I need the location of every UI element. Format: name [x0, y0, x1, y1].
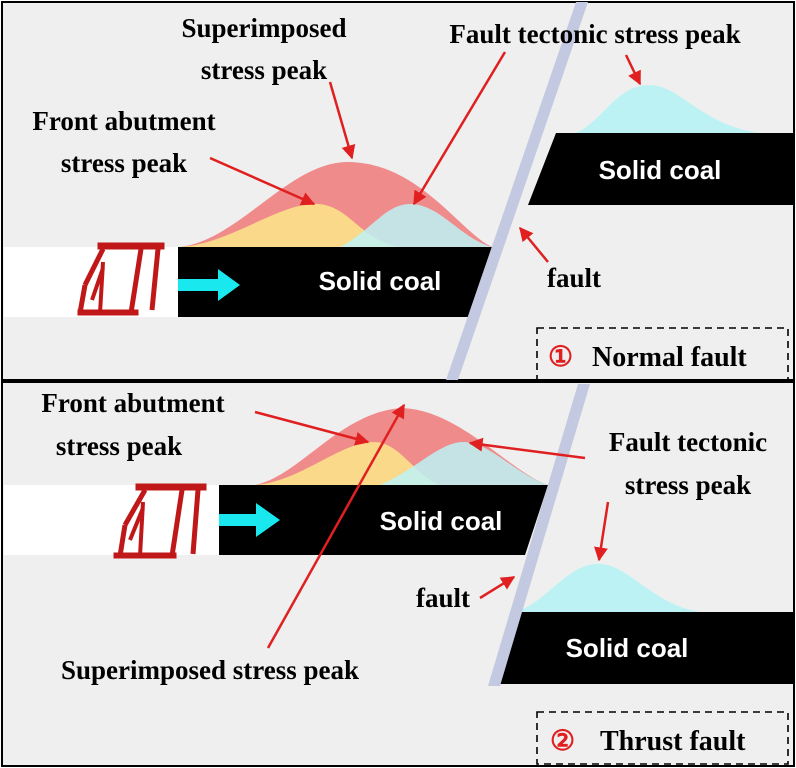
superimposed-peak-label: Superimposed stress peak	[61, 655, 359, 685]
coal-seam-left	[178, 247, 492, 317]
coal-seam-right	[495, 612, 794, 684]
arrow-to-tectonic-peak-left	[412, 51, 507, 206]
caption-box	[536, 327, 789, 381]
front-abutment-stress-curve	[180, 203, 400, 247]
coal-right-label: Solid coal	[566, 633, 689, 663]
tectonic-stress-curve-right	[515, 563, 700, 612]
arrow-to-front-peak	[209, 156, 316, 206]
tectonic-stress-curve-right	[575, 84, 760, 133]
fault-plane	[488, 384, 590, 686]
arrow-to-tectonic-peak-right	[594, 501, 610, 562]
caption-box	[536, 711, 789, 765]
tectonic-stress-curve-left	[380, 442, 548, 485]
superimposed-peak-label-line2: stress peak	[201, 55, 327, 85]
arrow-to-tectonic-peak-left	[468, 437, 586, 460]
arrow-to-superimposed-peak	[328, 81, 356, 160]
tectonic-peak-label-line1: Fault tectonic	[609, 427, 767, 457]
arrow-to-tectonic-peak-right	[624, 54, 642, 86]
caption-badge: ②	[550, 726, 575, 757]
caption-text: Normal fault	[592, 342, 747, 373]
caption-text: Thrust fault	[600, 726, 746, 757]
arrow-to-superimposed-peak	[266, 403, 406, 649]
hydraulic-support-icon	[113, 483, 207, 559]
panel-thrust-fault: Front abutment stress peak Fault tectoni…	[1, 381, 795, 767]
panel-normal-fault: Superimposed stress peak Fault tectonic …	[1, 1, 795, 381]
front-abutment-stress-curve	[255, 442, 440, 485]
tectonic-stress-curve-left	[340, 204, 492, 247]
fault-plane	[446, 2, 588, 380]
front-peak-label-line1: Front abutment	[41, 388, 224, 418]
front-peak-label-line2: stress peak	[56, 431, 182, 461]
advance-arrow	[219, 503, 280, 537]
roadway-opening	[4, 485, 219, 555]
fault-label: fault	[416, 583, 470, 613]
coal-right-label: Solid coal	[599, 155, 722, 185]
hydraulic-support-icon	[77, 242, 165, 316]
tectonic-peak-label: Fault tectonic stress peak	[449, 19, 740, 49]
roadway-opening	[4, 247, 178, 317]
front-peak-label-line1: Front abutment	[32, 106, 215, 136]
coal-left-label: Solid coal	[319, 266, 442, 296]
coal-left-label: Solid coal	[380, 506, 503, 536]
arrow-to-front-peak	[254, 410, 370, 446]
arrow-to-fault	[519, 226, 549, 263]
front-peak-label-line2: stress peak	[61, 148, 187, 178]
tectonic-peak-label-line2: stress peak	[625, 470, 751, 500]
advance-arrow	[178, 269, 240, 301]
fault-label: fault	[547, 263, 601, 293]
superimposed-peak-label-line1: Superimposed	[181, 13, 346, 43]
coal-seam-right	[528, 133, 794, 205]
caption-badge: ①	[548, 342, 573, 373]
arrow-to-fault	[479, 575, 516, 600]
coal-seam-left	[219, 485, 548, 555]
